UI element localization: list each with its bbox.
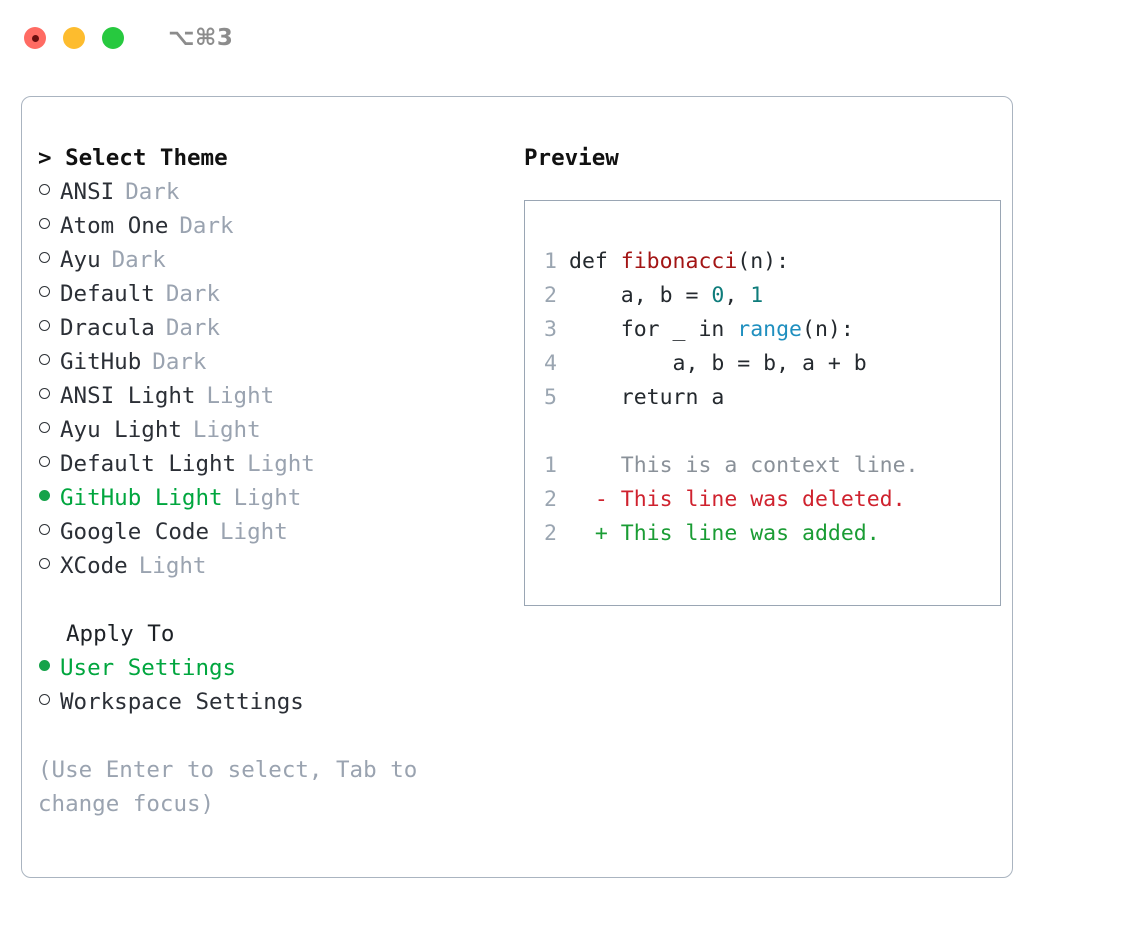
theme-list-item[interactable]: XCode Light bbox=[38, 549, 498, 583]
code-token: range bbox=[737, 317, 803, 342]
diff-line: 2 - This line was deleted. bbox=[543, 483, 1000, 517]
theme-name-label: GitHub bbox=[60, 349, 142, 375]
theme-kind-label: Light bbox=[247, 451, 315, 477]
keyboard-hint-text: (Use Enter to select, Tab to change focu… bbox=[38, 757, 418, 817]
keyboard-shortcut-label: ⌥⌘3 bbox=[168, 25, 234, 51]
diff-text: This is a context line. bbox=[569, 453, 919, 478]
theme-name-label: Default bbox=[60, 281, 155, 307]
line-number: 1 bbox=[544, 453, 557, 478]
theme-kind-label: Dark bbox=[179, 213, 234, 239]
code-token: 1 bbox=[750, 283, 764, 308]
window-controls bbox=[24, 27, 124, 49]
code-token: (n): bbox=[737, 249, 790, 274]
theme-list-item[interactable]: ANSI Light Light bbox=[38, 379, 498, 413]
code-token: (n): bbox=[802, 317, 854, 342]
theme-name-label: Atom One bbox=[60, 213, 169, 239]
theme-kind-label: Dark bbox=[165, 281, 221, 307]
line-number: 1 bbox=[544, 249, 557, 274]
code-token: def bbox=[569, 249, 621, 274]
title-bar: ⌥⌘3 bbox=[0, 0, 1140, 76]
theme-name-label: Google Code bbox=[60, 519, 210, 545]
line-number: 4 bbox=[544, 351, 557, 376]
theme-list-item[interactable]: Default Light Light bbox=[38, 447, 498, 481]
apply-to-option-label: User Settings bbox=[60, 655, 237, 681]
line-number: 3 bbox=[544, 317, 557, 342]
code-token: a, b = b, a + b bbox=[569, 351, 867, 376]
theme-name-label: Dracula bbox=[60, 315, 155, 341]
spacer bbox=[543, 415, 1000, 449]
diff-line: 1 This is a context line. bbox=[543, 449, 1000, 483]
theme-kind-label: Light bbox=[206, 383, 275, 409]
theme-list-item[interactable]: Google Code Light bbox=[38, 515, 498, 549]
theme-kind-label: Light bbox=[138, 553, 207, 579]
theme-list-item[interactable]: ANSI Dark bbox=[38, 175, 498, 209]
theme-name-label: ANSI bbox=[60, 179, 115, 205]
theme-name-label: XCode bbox=[60, 553, 128, 579]
line-number: 2 bbox=[544, 283, 557, 308]
apply-to-option-label: Workspace Settings bbox=[60, 689, 304, 715]
minimize-window-button[interactable] bbox=[63, 27, 85, 49]
theme-name-label: Ayu Light bbox=[60, 417, 182, 443]
code-token: fibonacci bbox=[620, 249, 738, 274]
theme-list-item[interactable]: Ayu Dark bbox=[38, 243, 498, 277]
theme-list-item[interactable]: Ayu Light Light bbox=[38, 413, 498, 447]
spacer bbox=[38, 583, 498, 617]
line-number: 2 bbox=[544, 487, 557, 512]
code-token: for _ in bbox=[569, 317, 738, 342]
code-line: 1 def fibonacci(n): bbox=[543, 245, 1000, 279]
code-token: , bbox=[724, 283, 751, 308]
line-number: 5 bbox=[544, 385, 557, 410]
code-token: a, b = bbox=[569, 283, 712, 308]
apply-to-heading: Apply To bbox=[66, 621, 175, 647]
theme-list-item[interactable]: Dracula Dark bbox=[38, 311, 498, 345]
select-theme-heading: > Select Theme bbox=[38, 145, 228, 171]
theme-name-label: ANSI Light bbox=[60, 383, 196, 409]
theme-list-item[interactable]: GitHub Light Light bbox=[38, 481, 498, 515]
theme-kind-label: Light bbox=[192, 417, 261, 443]
close-window-button[interactable] bbox=[24, 27, 46, 49]
theme-kind-label: Dark bbox=[165, 315, 221, 341]
code-token: 0 bbox=[711, 283, 725, 308]
code-line: 5 return a bbox=[543, 381, 1000, 415]
code-line: 3 for _ in range(n): bbox=[543, 313, 1000, 347]
diff-text: + This line was added. bbox=[569, 521, 880, 546]
diff-text: - This line was deleted. bbox=[569, 487, 906, 512]
theme-kind-label: Dark bbox=[111, 247, 166, 273]
theme-list-item[interactable]: Atom One Dark bbox=[38, 209, 498, 243]
theme-kind-label: Dark bbox=[152, 349, 207, 375]
code-line: 4 a, b = b, a + b bbox=[543, 347, 1000, 381]
theme-kind-label: Dark bbox=[125, 179, 180, 205]
code-token: return a bbox=[569, 385, 725, 410]
maximize-window-button[interactable] bbox=[102, 27, 124, 49]
code-line: 2 a, b = 0, 1 bbox=[543, 279, 1000, 313]
theme-name-label: Default Light bbox=[60, 451, 237, 477]
apply-to-option[interactable]: Workspace Settings bbox=[38, 685, 498, 719]
diff-line: 2 + This line was added. bbox=[543, 517, 1000, 551]
theme-name-label: Ayu bbox=[60, 247, 101, 273]
theme-list-item[interactable]: GitHub Dark bbox=[38, 345, 498, 379]
theme-list-item[interactable]: Default Dark bbox=[38, 277, 498, 311]
theme-name-label: GitHub Light bbox=[60, 485, 223, 511]
theme-kind-label: Light bbox=[233, 485, 302, 511]
theme-kind-label: Light bbox=[220, 519, 288, 545]
diff-sample: 1 This is a context line.2 - This line w… bbox=[543, 449, 1000, 551]
preview-heading: Preview bbox=[524, 145, 619, 171]
line-number: 2 bbox=[544, 521, 557, 546]
apply-to-option[interactable]: User Settings bbox=[38, 651, 498, 685]
